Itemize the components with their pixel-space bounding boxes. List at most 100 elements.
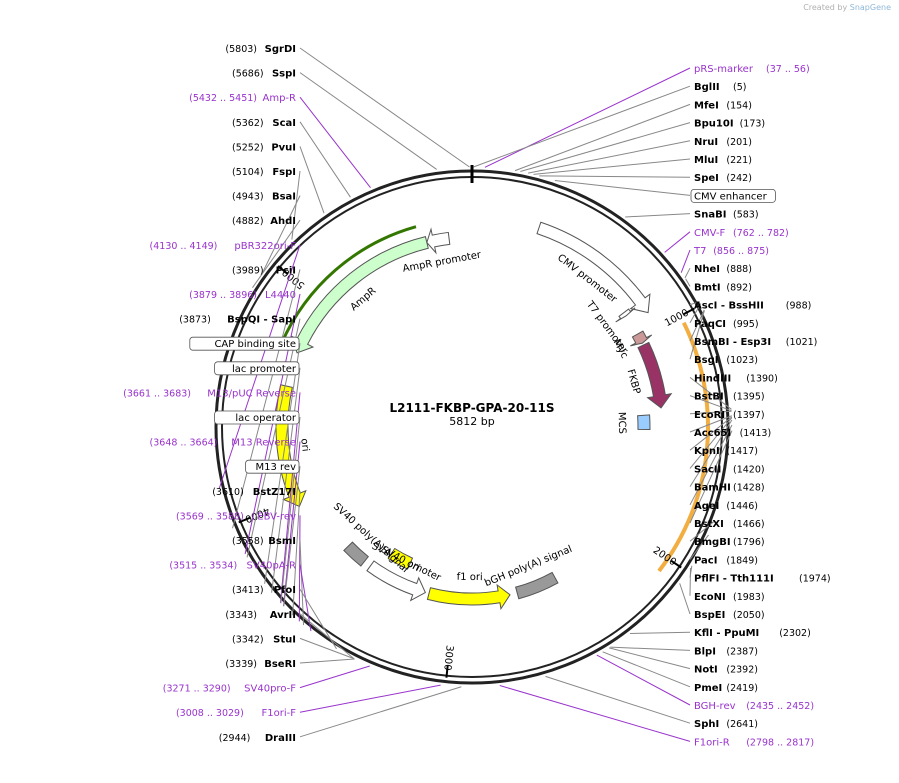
primer-label-sv40pa-r[interactable]: SV40pA-R(3515 .. 3534) xyxy=(169,561,296,572)
enzyme-label-bsmi[interactable]: BsmI(3558) xyxy=(232,536,296,547)
enzyme-label-bmgbi[interactable]: BmgBI(1796) xyxy=(694,537,765,548)
enzyme-label-bmti[interactable]: BmtI(892) xyxy=(694,282,752,293)
enzyme-label-sacii[interactable]: SacII(1420) xyxy=(694,464,765,475)
feature-f1-ori[interactable] xyxy=(426,583,511,611)
feature-myc[interactable] xyxy=(630,330,653,347)
feature-ampr-promoter[interactable] xyxy=(426,227,451,255)
leader-line xyxy=(299,637,355,660)
primer-label-sv40pro-f[interactable]: SV40pro-F(3271 .. 3290) xyxy=(163,684,296,695)
feature-myc-label: Myc xyxy=(611,338,630,361)
enzyme-label-paqci[interactable]: PaqCI(995) xyxy=(694,319,759,330)
feature-sv40-poly-a-signal[interactable] xyxy=(343,541,370,567)
enzyme-label-ahdi[interactable]: AhdI(4882) xyxy=(232,216,296,227)
enzyme-label-bamhi[interactable]: BamHI(1428) xyxy=(694,483,765,494)
site-coord: (2050) xyxy=(733,610,765,621)
feature-ampr[interactable] xyxy=(290,236,429,354)
enzyme-label-fspi[interactable]: FspI(5104) xyxy=(232,167,296,178)
feature-mcs[interactable] xyxy=(637,414,651,431)
feature-sv40-promoter[interactable] xyxy=(366,560,427,602)
enzyme-label-noti[interactable]: NotI(2392) xyxy=(694,665,758,676)
site-name: Amp-R xyxy=(263,93,297,104)
feature-bgh-poly-a-signal-label: bGH poly(A) signal xyxy=(483,544,574,589)
enzyme-label-bpu10i[interactable]: Bpu10I(173) xyxy=(694,119,765,130)
feature-label-m13-rev[interactable]: M13 rev xyxy=(245,459,300,474)
site-name: pRS-marker xyxy=(694,64,754,75)
enzyme-label-bspqi-sapi[interactable]: BspQI - SapI(3873) xyxy=(179,315,296,326)
enzyme-label-bsgi[interactable]: BsgI(1023) xyxy=(694,355,758,366)
primer-label-f1ori-f[interactable]: F1ori-F(3008 .. 3029) xyxy=(176,708,296,719)
enzyme-label-bstz17i[interactable]: BstZ17I(3610) xyxy=(212,487,296,498)
feature-label-cmv-enhancer[interactable]: CMV enhancer xyxy=(690,188,776,203)
enzyme-label-asci-bsshii[interactable]: AscI - BssHII(988) xyxy=(694,301,811,312)
enzyme-label-spei[interactable]: SpeI(242) xyxy=(694,173,752,184)
enzyme-label-kfli-ppumi[interactable]: KflI - PpuMI(2302) xyxy=(694,628,811,639)
enzyme-label-kpni[interactable]: KpnI(1417) xyxy=(694,446,758,457)
feature-sv40-ori[interactable] xyxy=(387,547,414,570)
site-coord: (3343) xyxy=(225,610,257,621)
feature-ampr-promoter-label: AmpR promoter xyxy=(402,250,483,275)
site-name: BamHI xyxy=(694,483,731,494)
primer-label-f1ori-r[interactable]: F1ori-R(2798 .. 2817) xyxy=(694,737,814,748)
primer-label-t7[interactable]: T7(856 .. 875) xyxy=(693,246,769,257)
feature-label-cap-binding-site[interactable]: CAP binding site xyxy=(189,336,300,351)
primer-label-pbr322ori-f[interactable]: pBR322ori-F(4130 .. 4149) xyxy=(150,241,297,252)
enzyme-label-pfoi[interactable]: PfoI(3413) xyxy=(232,585,296,596)
enzyme-label-acc65i[interactable]: Acc65I(1413) xyxy=(694,428,771,439)
enzyme-label-pflfi-tth111i[interactable]: PflFI - Tth111I(1974) xyxy=(694,574,831,585)
enzyme-label-bstbi[interactable]: BstBI(1395) xyxy=(694,392,765,403)
enzyme-label-sphi[interactable]: SphI(2641) xyxy=(694,719,758,730)
enzyme-label-ecori[interactable]: EcoRI(1397) xyxy=(694,410,765,421)
site-name: BmtI xyxy=(694,282,721,293)
site-name: SspI xyxy=(272,69,296,80)
primer-label-l4440[interactable]: L4440(3879 .. 3896) xyxy=(189,290,296,301)
enzyme-label-pmei[interactable]: PmeI(2419) xyxy=(694,683,758,694)
leader-line xyxy=(298,515,301,622)
enzyme-label-pvui[interactable]: PvuI(5252) xyxy=(232,142,296,153)
feature-fkbp[interactable] xyxy=(637,341,673,409)
feature-label-lac-promoter[interactable]: lac promoter xyxy=(214,361,300,376)
primer-label-prs-marker[interactable]: pRS-marker(37 .. 56) xyxy=(694,64,810,75)
enzyme-label-nhei[interactable]: NheI(888) xyxy=(694,264,752,275)
enzyme-label-sspi[interactable]: SspI(5686) xyxy=(232,69,296,80)
primer-label-amp-r[interactable]: Amp-R(5432 .. 5451) xyxy=(189,93,296,104)
enzyme-label-nrui[interactable]: NruI(201) xyxy=(694,137,752,148)
leader-line xyxy=(292,490,301,616)
site-name: CMV enhancer xyxy=(694,191,768,202)
site-name: BsmI xyxy=(268,536,296,547)
enzyme-label-bspei[interactable]: BspEI(2050) xyxy=(694,610,765,621)
feature-cmv-promoter[interactable] xyxy=(536,221,651,314)
enzyme-label-bstxi[interactable]: BstXI(1466) xyxy=(694,519,765,530)
enzyme-label-bsmbi-esp3i[interactable]: BsmBI - Esp3I(1021) xyxy=(694,337,817,348)
enzyme-label-bglii[interactable]: BglII(5) xyxy=(694,82,746,93)
feature-t7-promoter[interactable] xyxy=(615,307,636,323)
enzyme-label-stui[interactable]: StuI(3342) xyxy=(232,634,296,645)
leader-line xyxy=(252,219,301,288)
ampr-highlight-arc xyxy=(280,225,417,345)
primer-label-cmv-f[interactable]: CMV-F(762 .. 782) xyxy=(694,228,789,239)
enzyme-label-agei[interactable]: AgeI(1446) xyxy=(694,501,758,512)
primer-label-m13-reverse[interactable]: M13 Reverse(3648 .. 3664) xyxy=(150,438,296,449)
enzyme-label-bseri[interactable]: BseRI(3339) xyxy=(225,659,296,670)
enzyme-label-blpi[interactable]: BlpI(2387) xyxy=(694,646,758,657)
feature-label-box xyxy=(189,336,300,351)
enzyme-label-bsai[interactable]: BsaI(4943) xyxy=(232,192,296,203)
site-name: PaqCI xyxy=(694,319,726,330)
primer-label-bgh-rev[interactable]: BGH-rev(2435 .. 2452) xyxy=(694,701,814,712)
feature-bgh-poly-a-signal[interactable] xyxy=(515,571,559,600)
enzyme-label-mlui[interactable]: MluI(221) xyxy=(694,155,752,166)
tick-mark xyxy=(445,665,449,678)
primer-label-m13-puc-reverse[interactable]: M13/pUC Reverse(3661 .. 3683) xyxy=(123,388,296,399)
enzyme-label-hindiii[interactable]: HindIII(1390) xyxy=(694,373,778,384)
enzyme-label-avrii[interactable]: AvrII(3343) xyxy=(225,610,296,621)
enzyme-label-scai[interactable]: ScaI(5362) xyxy=(232,118,296,129)
enzyme-label-pcii[interactable]: PciI(3989) xyxy=(232,265,296,276)
enzyme-label-sgrdi[interactable]: SgrDI(5803) xyxy=(225,44,296,55)
enzyme-label-paci[interactable]: PacI(1849) xyxy=(694,555,758,566)
enzyme-label-snabi[interactable]: SnaBI(583) xyxy=(694,210,759,221)
feature-label-lac-operator[interactable]: lac operator xyxy=(214,410,300,425)
site-labels[interactable]: pRS-marker(37 .. 56) BglII(5) MfeI(154) Bpu… xyxy=(123,44,830,748)
enzyme-label-draiii[interactable]: DraIII(2944) xyxy=(219,733,296,744)
enzyme-label-mfei[interactable]: MfeI(154) xyxy=(694,100,752,111)
enzyme-label-econi[interactable]: EcoNI(1983) xyxy=(694,592,765,603)
primer-label-ebv-rev[interactable]: EBV-rev(3569 .. 3588) xyxy=(176,511,296,522)
